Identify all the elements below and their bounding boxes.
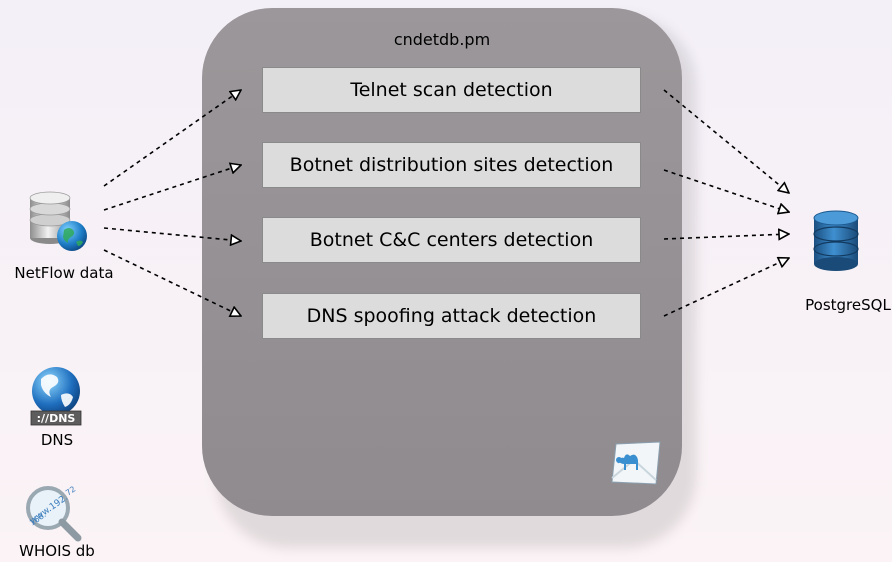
database-icon (813, 210, 859, 271)
edge-distribution-db (663, 169, 789, 212)
whois-label: WHOIS db (19, 542, 95, 560)
database-globe-icon (29, 191, 87, 251)
perl-camel-icon (611, 441, 661, 485)
edge-netflow-distribution (103, 165, 241, 211)
magnifier-ip-icon: www.192. 168. 72 (26, 484, 82, 542)
edge-netflow-dns (103, 249, 241, 316)
module-telnet-scan: Telnet scan detection (262, 67, 641, 113)
edge-dns-db (663, 258, 789, 317)
edge-telnet-db (663, 89, 789, 193)
dns-globe-icon: ://DNS (30, 367, 82, 426)
svg-text:://DNS: ://DNS (37, 412, 76, 425)
container-title: cndetdb.pm (393, 30, 491, 49)
edge-cc-db (663, 234, 789, 239)
module-botnet-distribution: Botnet distribution sites detection (262, 142, 641, 188)
netflow-label: NetFlow data (14, 264, 114, 282)
dns-label: DNS (40, 431, 74, 449)
postgresql-label: PostgreSQL (805, 296, 891, 314)
module-botnet-cc: Botnet C&C centers detection (262, 217, 641, 263)
edge-netflow-cc (103, 227, 241, 241)
module-dns-spoofing: DNS spoofing attack detection (262, 293, 641, 339)
edge-netflow-telnet (103, 90, 241, 187)
